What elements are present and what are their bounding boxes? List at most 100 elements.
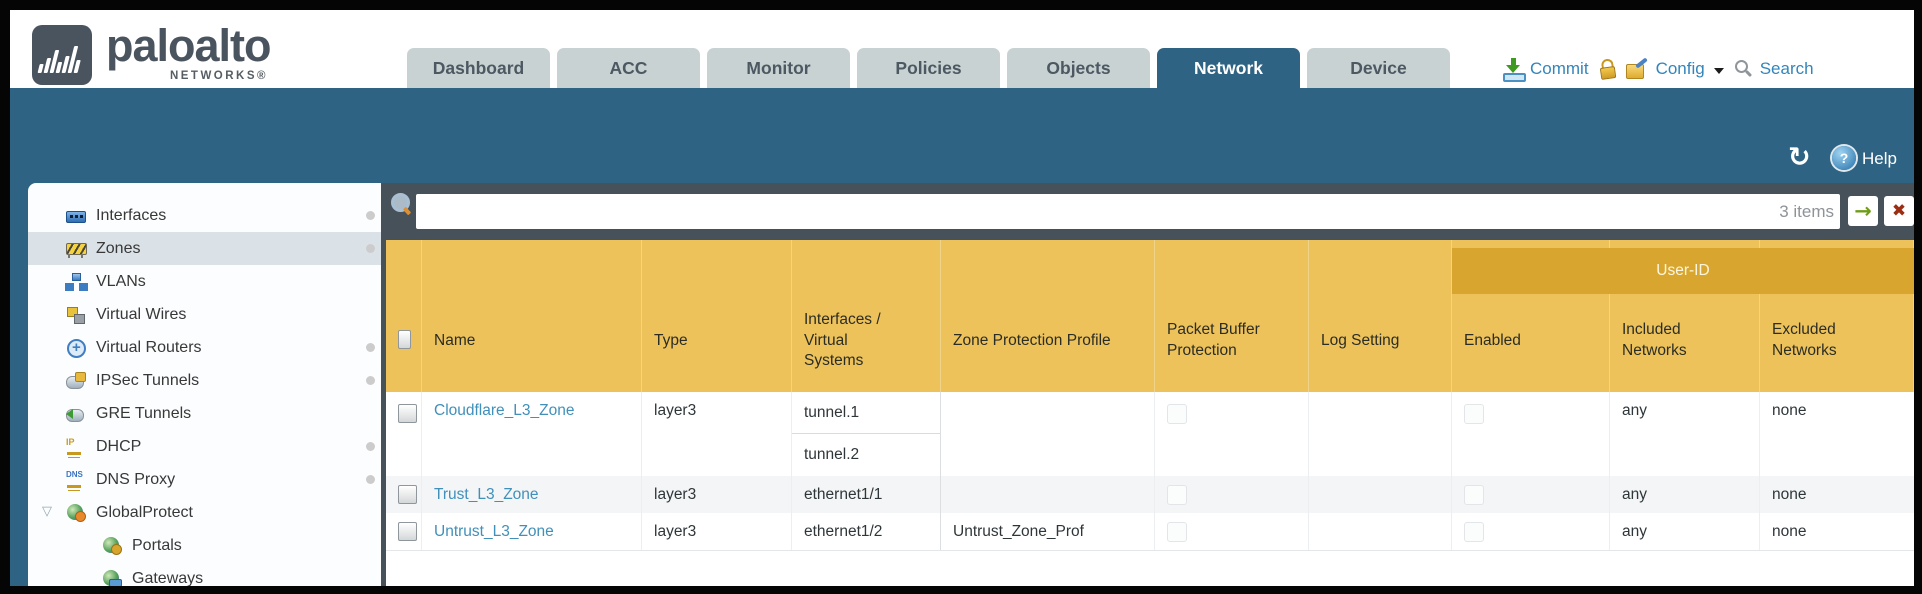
zone-protection-cell (941, 476, 1155, 513)
status-dot (366, 244, 375, 253)
enabled-checkbox[interactable] (1464, 521, 1484, 542)
left-margin (10, 183, 28, 586)
sidebar-item-virtual-routers[interactable]: Virtual Routers (28, 331, 381, 364)
column-header-select[interactable] (386, 240, 422, 392)
column-header-log-setting[interactable]: Log Setting (1309, 240, 1452, 392)
logo-bars-icon (37, 37, 87, 73)
sidebar-item-label: GRE Tunnels (96, 404, 192, 422)
tab-device[interactable]: Device (1307, 48, 1450, 88)
commit-icon[interactable] (1502, 57, 1526, 82)
interfaces-cell: ethernet1/1 (792, 476, 941, 513)
sidebar-item-vlans[interactable]: VLANs (28, 265, 381, 298)
column-header-interfaces-virtual-systems[interactable]: Interfaces / Virtual Systems (792, 240, 941, 392)
sidebar-item-virtual-wires[interactable]: Virtual Wires (28, 298, 381, 331)
apply-filter-button[interactable]: → (1848, 196, 1878, 226)
interfaces-icon (66, 206, 86, 226)
tab-monitor[interactable]: Monitor (707, 48, 850, 88)
status-dot (366, 376, 375, 385)
enabled-checkbox[interactable] (1464, 404, 1484, 424)
sidebar-item-interfaces[interactable]: Interfaces (28, 199, 381, 232)
virtual-wires-icon (66, 305, 86, 325)
gre-tunnels-icon (66, 404, 86, 424)
interface-entry: ethernet1/1 (804, 485, 883, 503)
clear-filter-button[interactable]: ✖ (1884, 196, 1914, 226)
sidebar-item-gre-tunnels[interactable]: GRE Tunnels (28, 397, 381, 430)
config-icon[interactable] (1625, 57, 1648, 79)
packet-buffer-checkbox[interactable] (1167, 521, 1187, 542)
sidebar-item-label: Portals (132, 536, 182, 554)
config-button[interactable]: Config (1655, 59, 1705, 78)
sidebar-item-label: IPSec Tunnels (96, 371, 200, 389)
filter-magnifier-icon[interactable] (389, 192, 415, 222)
column-header-enabled[interactable]: Enabled (1452, 240, 1610, 392)
row-checkbox[interactable] (398, 522, 417, 541)
user-id-group-header: User-ID (1452, 248, 1914, 294)
zone-name-link[interactable]: Untrust_L3_Zone (434, 522, 554, 540)
row-checkbox[interactable] (398, 404, 417, 423)
vlans-icon (66, 272, 86, 292)
tab-dashboard[interactable]: Dashboard (407, 48, 550, 88)
lock-icon[interactable] (1597, 58, 1617, 80)
sidebar-item-portals[interactable]: Portals (28, 529, 381, 562)
column-header-label: Included Networks (1622, 321, 1687, 359)
header-actions: Commit Config Search (1502, 52, 1818, 86)
packet-buffer-cell (1155, 476, 1309, 513)
sidebar-item-label: Interfaces (96, 206, 167, 224)
sidebar-item-gateways[interactable]: Gateways (28, 562, 381, 586)
row-select-cell (386, 513, 422, 550)
column-header-excluded-networks[interactable]: Excluded Networks (1760, 240, 1914, 392)
tab-acc[interactable]: ACC (557, 48, 700, 88)
search-button[interactable]: Search (1759, 59, 1814, 78)
sidebar-item-dns-proxy[interactable]: DNS Proxy (28, 463, 381, 496)
column-header-label: Type (654, 331, 688, 349)
column-header-name[interactable]: Name (422, 240, 642, 392)
commit-button[interactable]: Commit (1530, 59, 1589, 78)
expander-icon[interactable]: ▽ (42, 504, 52, 519)
select-all-checkbox[interactable] (398, 329, 411, 349)
filter-input[interactable] (416, 194, 1840, 229)
zone-type-cell: layer3 (642, 513, 792, 550)
zone-name-link[interactable]: Cloudflare_L3_Zone (434, 402, 575, 419)
column-header-label: Zone Protection Profile (953, 331, 1111, 349)
included-networks-cell: any (1610, 392, 1760, 476)
sidebar-item-ipsec-tunnels[interactable]: IPSec Tunnels (28, 364, 381, 397)
status-dot (366, 475, 375, 484)
packet-buffer-checkbox[interactable] (1167, 484, 1187, 505)
tab-policies[interactable]: Policies (857, 48, 1000, 88)
packet-buffer-checkbox[interactable] (1167, 404, 1187, 424)
row-checkbox[interactable] (398, 485, 417, 504)
zone-name-cell: Untrust_L3_Zone (422, 513, 642, 550)
content-divider (381, 183, 386, 586)
dns-proxy-icon (66, 470, 86, 490)
sidebar-item-label: VLANs (96, 272, 146, 290)
refresh-icon[interactable]: ↻ (1788, 142, 1811, 173)
tab-network[interactable]: Network (1157, 48, 1300, 88)
tab-objects[interactable]: Objects (1007, 48, 1150, 88)
zone-name-link[interactable]: Trust_L3_Zone (434, 485, 539, 503)
enabled-cell (1452, 513, 1610, 550)
excluded-networks-cell: none (1772, 485, 1807, 503)
search-icon[interactable] (1734, 59, 1754, 79)
config-dropdown-caret-icon[interactable] (1713, 67, 1724, 74)
column-header-zone-protection-profile[interactable]: Zone Protection Profile (941, 240, 1155, 392)
column-header-label: Interfaces / Virtual Systems (804, 310, 881, 370)
column-header-packet-buffer-protection[interactable]: Packet Buffer Protection (1155, 240, 1309, 392)
interface-entry: tunnel.2 (804, 446, 860, 463)
enabled-checkbox[interactable] (1464, 484, 1484, 505)
column-header-type[interactable]: Type (642, 240, 792, 392)
sidebar-item-globalprotect[interactable]: ▽GlobalProtect (28, 496, 381, 529)
packet-buffer-cell (1155, 513, 1309, 550)
column-header-included-networks[interactable]: Included Networks (1610, 240, 1760, 392)
sidebar-item-dhcp[interactable]: DHCP (28, 430, 381, 463)
sidebar-item-zones[interactable]: Zones (28, 232, 381, 265)
globalprotect-icon (66, 503, 86, 523)
help-icon[interactable]: ? (1832, 146, 1856, 170)
status-dot (366, 211, 375, 220)
help-label[interactable]: Help (1862, 149, 1897, 168)
